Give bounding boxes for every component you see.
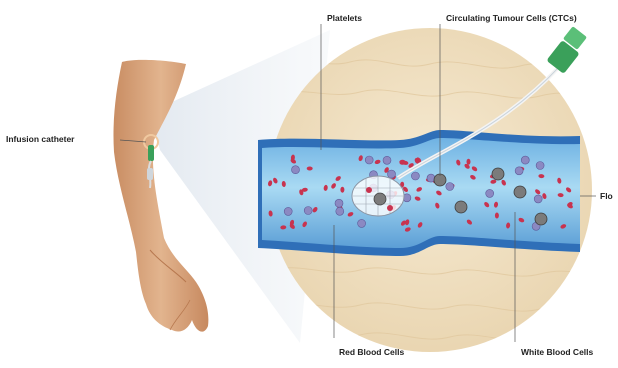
- mesh-basket-icon: [352, 176, 404, 216]
- label-white-blood-cells: White Blood Cells: [521, 347, 593, 357]
- white-blood-cell: [446, 183, 454, 191]
- white-blood-cell: [284, 207, 292, 215]
- tumour-cell: [535, 213, 547, 225]
- white-blood-cell: [304, 207, 312, 215]
- white-blood-cell: [536, 162, 544, 170]
- red-blood-cell: [307, 167, 313, 171]
- white-blood-cell: [336, 207, 344, 215]
- white-blood-cell: [292, 166, 300, 174]
- label-ctcs: Circulating Tumour Cells (CTCs): [446, 13, 577, 23]
- white-blood-cell: [534, 195, 542, 203]
- white-blood-cell: [335, 199, 343, 207]
- white-blood-cell: [365, 156, 373, 164]
- white-blood-cell: [486, 189, 494, 197]
- white-blood-cell: [388, 170, 396, 178]
- label-platelets: Platelets: [327, 13, 362, 23]
- tumour-cell: [455, 201, 467, 213]
- tumour-cell: [514, 186, 526, 198]
- white-blood-cell: [383, 156, 391, 164]
- blood-vessel: [258, 130, 580, 256]
- label-flow: Flo: [600, 191, 613, 201]
- catheter-cap-icon: [546, 26, 587, 74]
- white-blood-cell: [515, 167, 523, 175]
- white-blood-cell: [358, 219, 366, 227]
- red-blood-cell: [495, 213, 499, 219]
- red-blood-cell: [467, 159, 471, 165]
- white-blood-cell: [521, 156, 529, 164]
- label-infusion-catheter: Infusion catheter: [6, 134, 74, 144]
- tumour-cell: [492, 168, 504, 180]
- white-blood-cell: [411, 172, 419, 180]
- label-red-blood-cells: Red Blood Cells: [339, 347, 404, 357]
